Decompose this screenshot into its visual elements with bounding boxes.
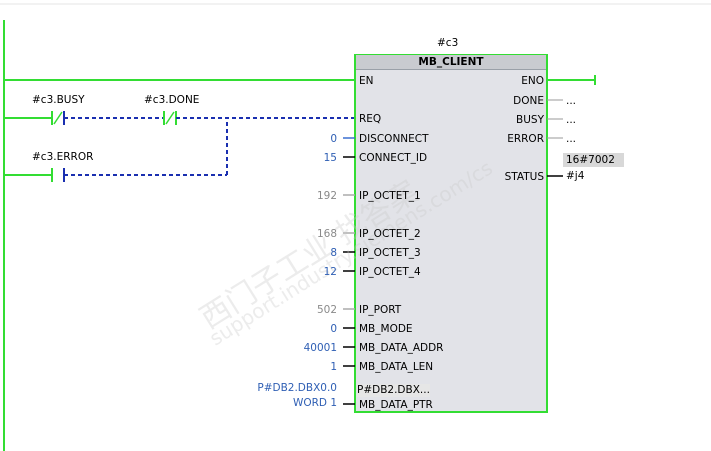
pin-error: ERROR [507, 133, 544, 145]
ip-octet-4-value[interactable]: 12 [323, 266, 337, 278]
block-instance-name[interactable]: #c3 [437, 37, 459, 49]
mb-client-block-body[interactable] [354, 54, 548, 413]
pin-en: EN [359, 75, 374, 87]
ip-octet-3-value[interactable]: 8 [330, 247, 337, 259]
pin-mb-mode: MB_MODE [359, 323, 413, 335]
pin-mb-data-addr: MB_DATA_ADDR [359, 342, 444, 354]
mb-data-ptr-value-line2[interactable]: WORD 1 [292, 397, 337, 409]
ip-port-value[interactable]: 502 [316, 304, 337, 316]
pin-done: DONE [513, 95, 544, 107]
contact-done-label[interactable]: #c3.DONE [144, 94, 200, 106]
mb-data-addr-value[interactable]: 40001 [303, 342, 337, 354]
contact-busy-label[interactable]: #c3.BUSY [32, 94, 85, 106]
disconnect-value[interactable]: 0 [330, 133, 337, 145]
pin-mb-data-len: MB_DATA_LEN [359, 361, 434, 373]
contact-error-label[interactable]: #c3.ERROR [32, 151, 94, 163]
contact-error-no[interactable] [51, 168, 65, 182]
input-pin-stubs [343, 137, 355, 405]
error-output-operand[interactable]: ... [566, 133, 577, 145]
busy-output-operand[interactable]: ... [566, 114, 577, 126]
connect-id-value[interactable]: 15 [323, 152, 337, 164]
output-pin-stubs [547, 99, 563, 139]
pin-mb-data-ptr: MB_DATA_PTR [359, 399, 433, 411]
contact-busy-nc[interactable] [51, 111, 65, 125]
pin-ip-octet-4: IP_OCTET_4 [359, 266, 421, 278]
ip-octet-2-value[interactable]: 168 [316, 228, 337, 240]
pin-ip-port: IP_PORT [359, 304, 402, 316]
ip-octet-1-value[interactable]: 192 [316, 190, 337, 202]
contact-done-nc[interactable] [163, 111, 177, 125]
block-type-title: MB_CLIENT [356, 55, 546, 70]
pin-ip-octet-1: IP_OCTET_1 [359, 190, 421, 202]
status-output-operand[interactable]: #j4 [566, 170, 585, 182]
pin-ip-octet-3: IP_OCTET_3 [359, 247, 421, 259]
done-output-operand[interactable]: ... [566, 95, 577, 107]
pin-connect-id: CONNECT_ID [359, 152, 428, 164]
pin-eno: ENO [521, 75, 544, 87]
pin-status: STATUS [504, 171, 544, 183]
status-monitor-value: 16#7002 [563, 153, 624, 167]
pin-ip-octet-2: IP_OCTET_2 [359, 228, 421, 240]
mb-mode-value[interactable]: 0 [330, 323, 337, 335]
pin-busy: BUSY [516, 114, 544, 126]
mb-data-ptr-value-line1[interactable]: P#DB2.DBX0.0 [257, 382, 337, 394]
pin-mb-data-ptr-value-box: P#DB2.DBX... [357, 384, 430, 397]
pin-disconnect: DISCONNECT [359, 133, 429, 145]
pin-req: REQ [359, 113, 382, 125]
mb-data-len-value[interactable]: 1 [330, 361, 337, 373]
